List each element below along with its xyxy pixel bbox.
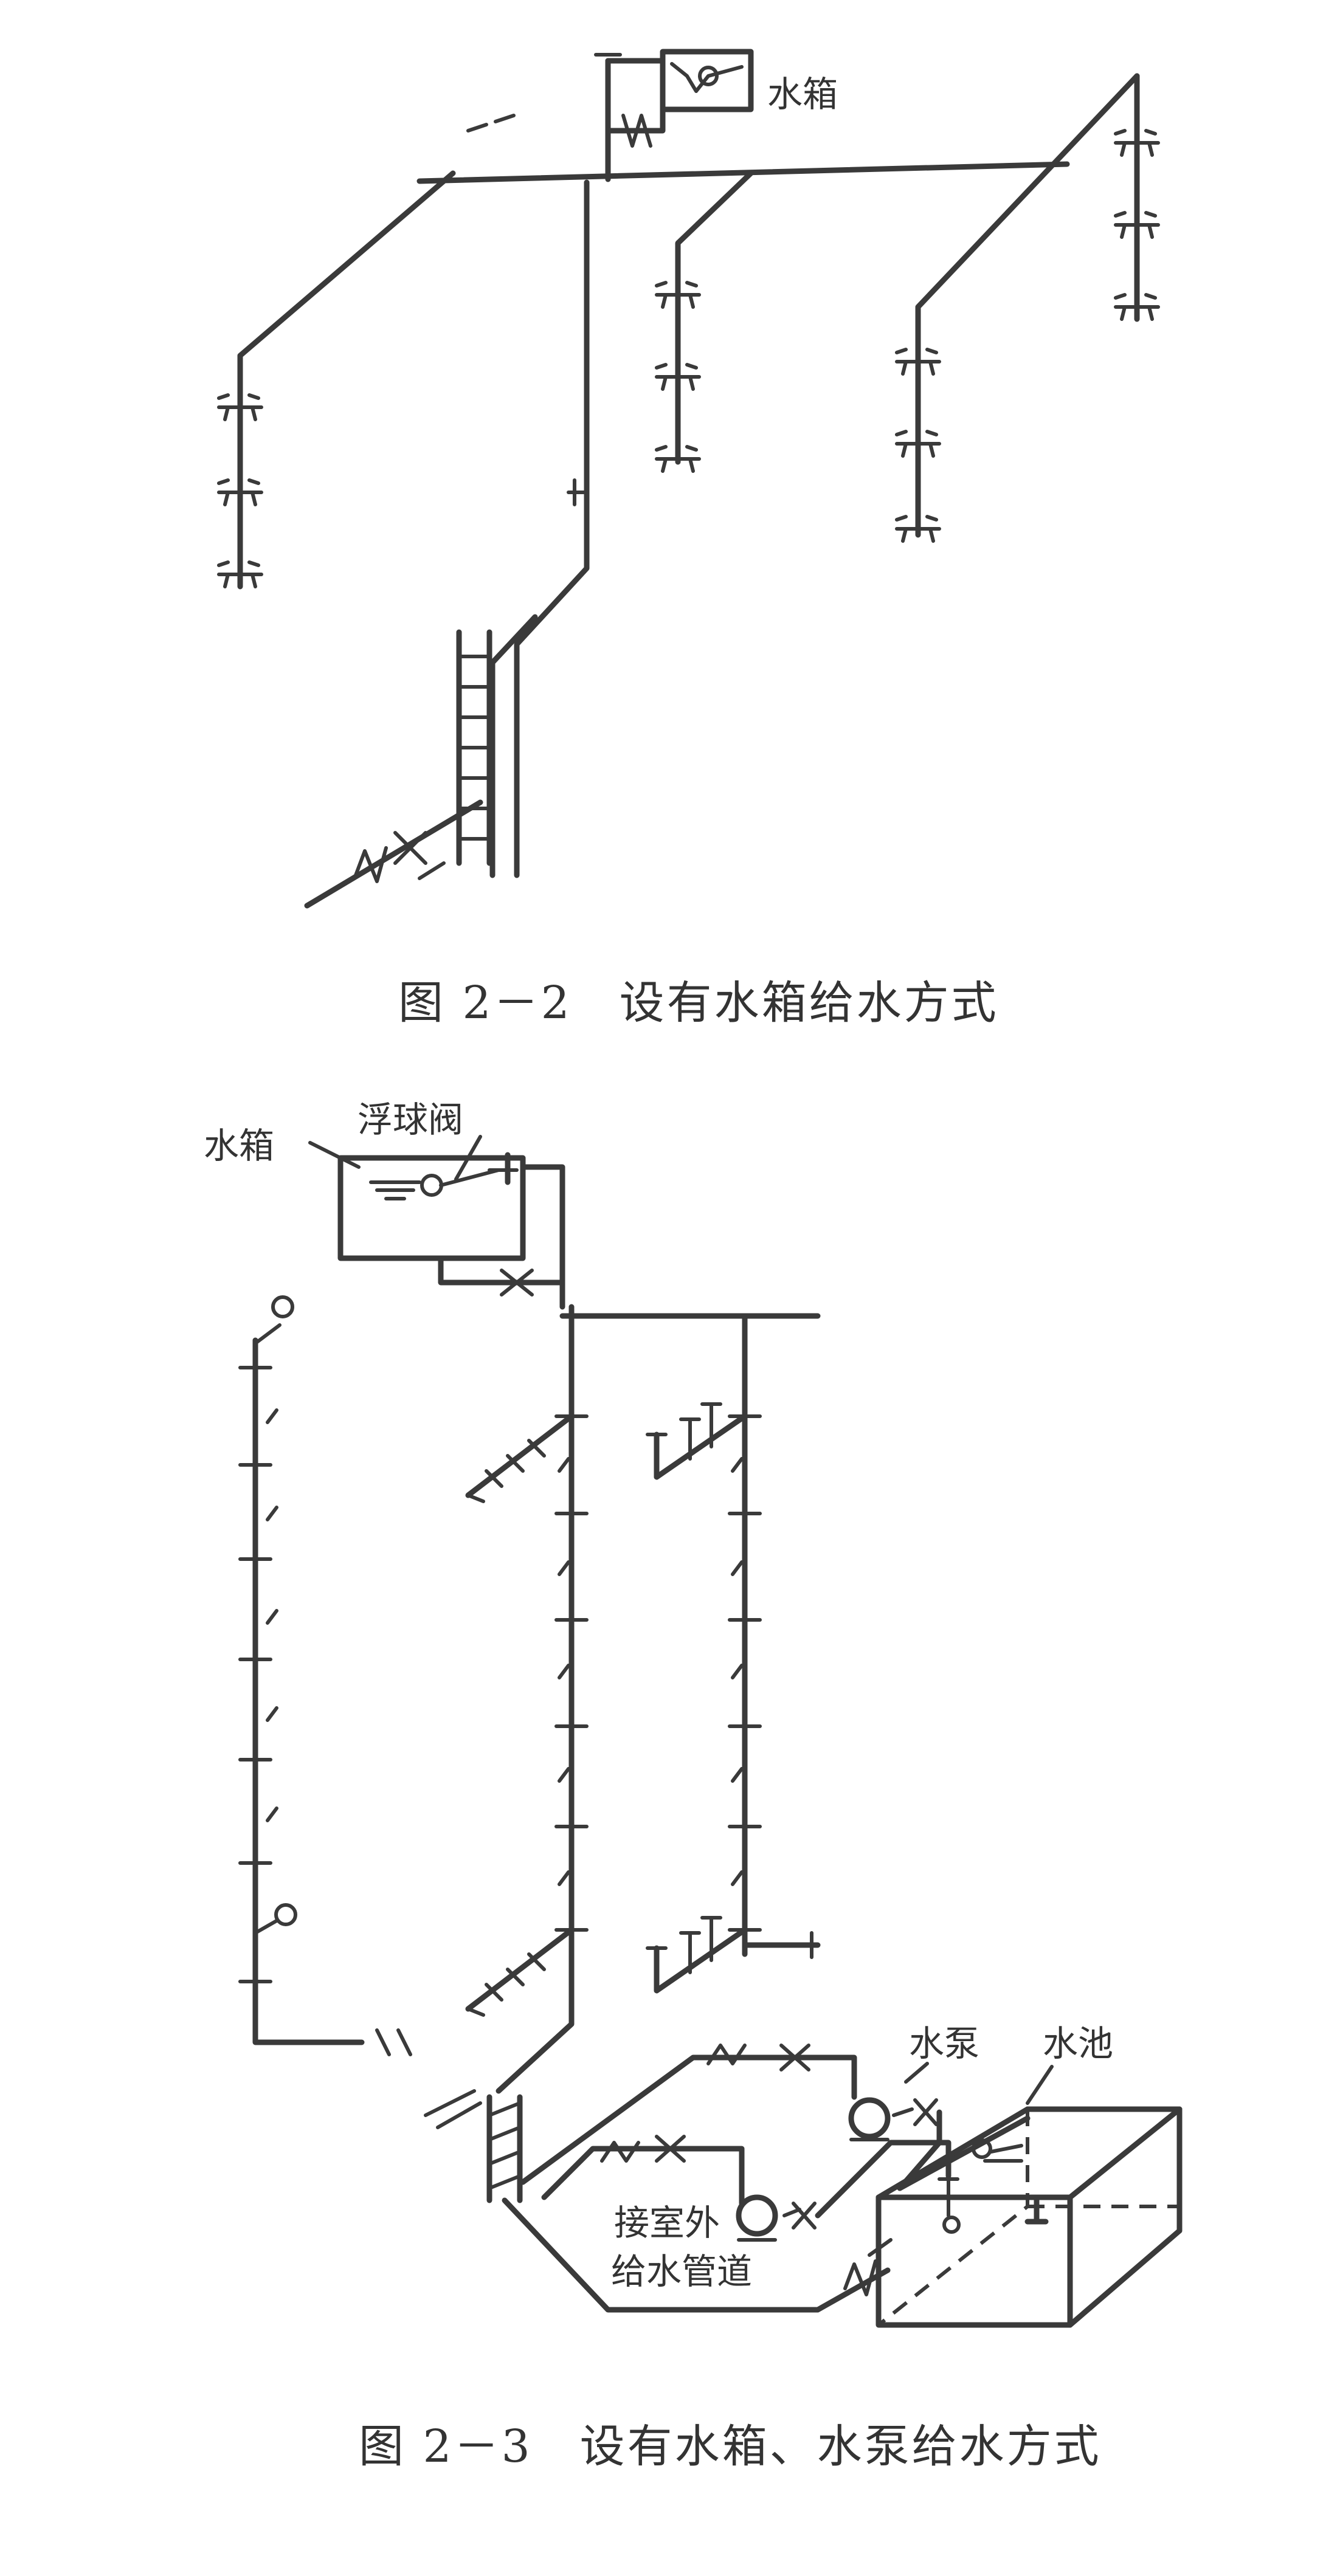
left-branch-pipe xyxy=(237,170,456,590)
right-branch-pipe xyxy=(915,73,1140,538)
outdoor-inlet-pipe xyxy=(502,2197,891,2313)
wall-hatch-icon xyxy=(456,629,492,866)
riser-valve-icon xyxy=(567,478,589,506)
flow-arrow-icon xyxy=(418,861,446,880)
faucet-icons-middle xyxy=(655,281,701,473)
pool-label: 水池 xyxy=(1043,2023,1114,2064)
tank-outlet-pipe xyxy=(438,1255,565,1286)
figure-2-2-caption: 图 2－2 设有水箱给水方式 xyxy=(398,977,999,1029)
upper-shower-branch xyxy=(646,1402,748,1480)
lower-pump-loop xyxy=(541,2135,951,2242)
vent-valve-bottom-icon xyxy=(274,1903,297,1926)
faucet-icons-far-right xyxy=(1114,129,1160,321)
water-tank-icon xyxy=(660,49,754,112)
tank-outlet-valve-icon xyxy=(500,1269,534,1297)
riser-return-pipe xyxy=(489,614,538,878)
lower-left-branch xyxy=(465,1927,575,2017)
outdoor-check-valve-icon xyxy=(843,2259,877,2296)
lower-shower-branch xyxy=(646,1916,748,1994)
tank-leader-line xyxy=(308,1141,361,1169)
pump-to-pool-pipe xyxy=(897,2115,1031,2191)
inlet-pipe xyxy=(304,799,483,909)
pump-leader-line xyxy=(904,2062,929,2084)
outdoor-pipe-label-line2: 给水管道 xyxy=(611,2251,753,2292)
tank-label-2: 水箱 xyxy=(204,1125,275,1166)
outdoor-pipe-label-line1: 接室外 xyxy=(614,2202,720,2244)
pump-label: 水泵 xyxy=(909,2023,980,2064)
gate-valve-icon xyxy=(393,831,427,865)
pipe-break-mark-2 xyxy=(375,2028,412,2056)
tank-inlet-pipe xyxy=(594,53,666,182)
tank-label: 水箱 xyxy=(767,74,838,115)
upper-pump-loop xyxy=(520,2044,942,2191)
water-pool-icon xyxy=(875,2106,1183,2328)
main-distribution-pipe xyxy=(416,161,1070,184)
main-riser-pipe xyxy=(514,179,590,878)
upper-left-branch xyxy=(465,1413,575,1503)
middle-branch-pipe xyxy=(675,170,754,465)
riser-to-wall-pipe xyxy=(496,1951,575,2094)
figure-2-3-caption: 图 2－3 设有水箱、水泵给水方式 xyxy=(359,2420,1102,2473)
faucet-icons-right xyxy=(895,348,941,543)
water-tank-box-icon xyxy=(337,1152,565,1310)
pool-leader-line xyxy=(1026,2065,1054,2105)
left-riser-fixtures xyxy=(238,1366,278,1983)
faucet-icons-left xyxy=(217,393,263,588)
float-valve-leader-line xyxy=(454,1135,482,1181)
left-riser-pipe xyxy=(252,1337,365,2045)
wall-hatch-icon-2 xyxy=(424,2089,523,2203)
figure-2-2-drawing xyxy=(217,49,1160,909)
vent-valve-top-icon xyxy=(254,1323,281,1345)
float-valve-label: 浮球阀 xyxy=(357,1099,464,1140)
vent-valve-top-circle-icon xyxy=(271,1295,294,1318)
pipe-break-mark xyxy=(466,114,516,133)
check-valve-icon xyxy=(354,846,388,883)
